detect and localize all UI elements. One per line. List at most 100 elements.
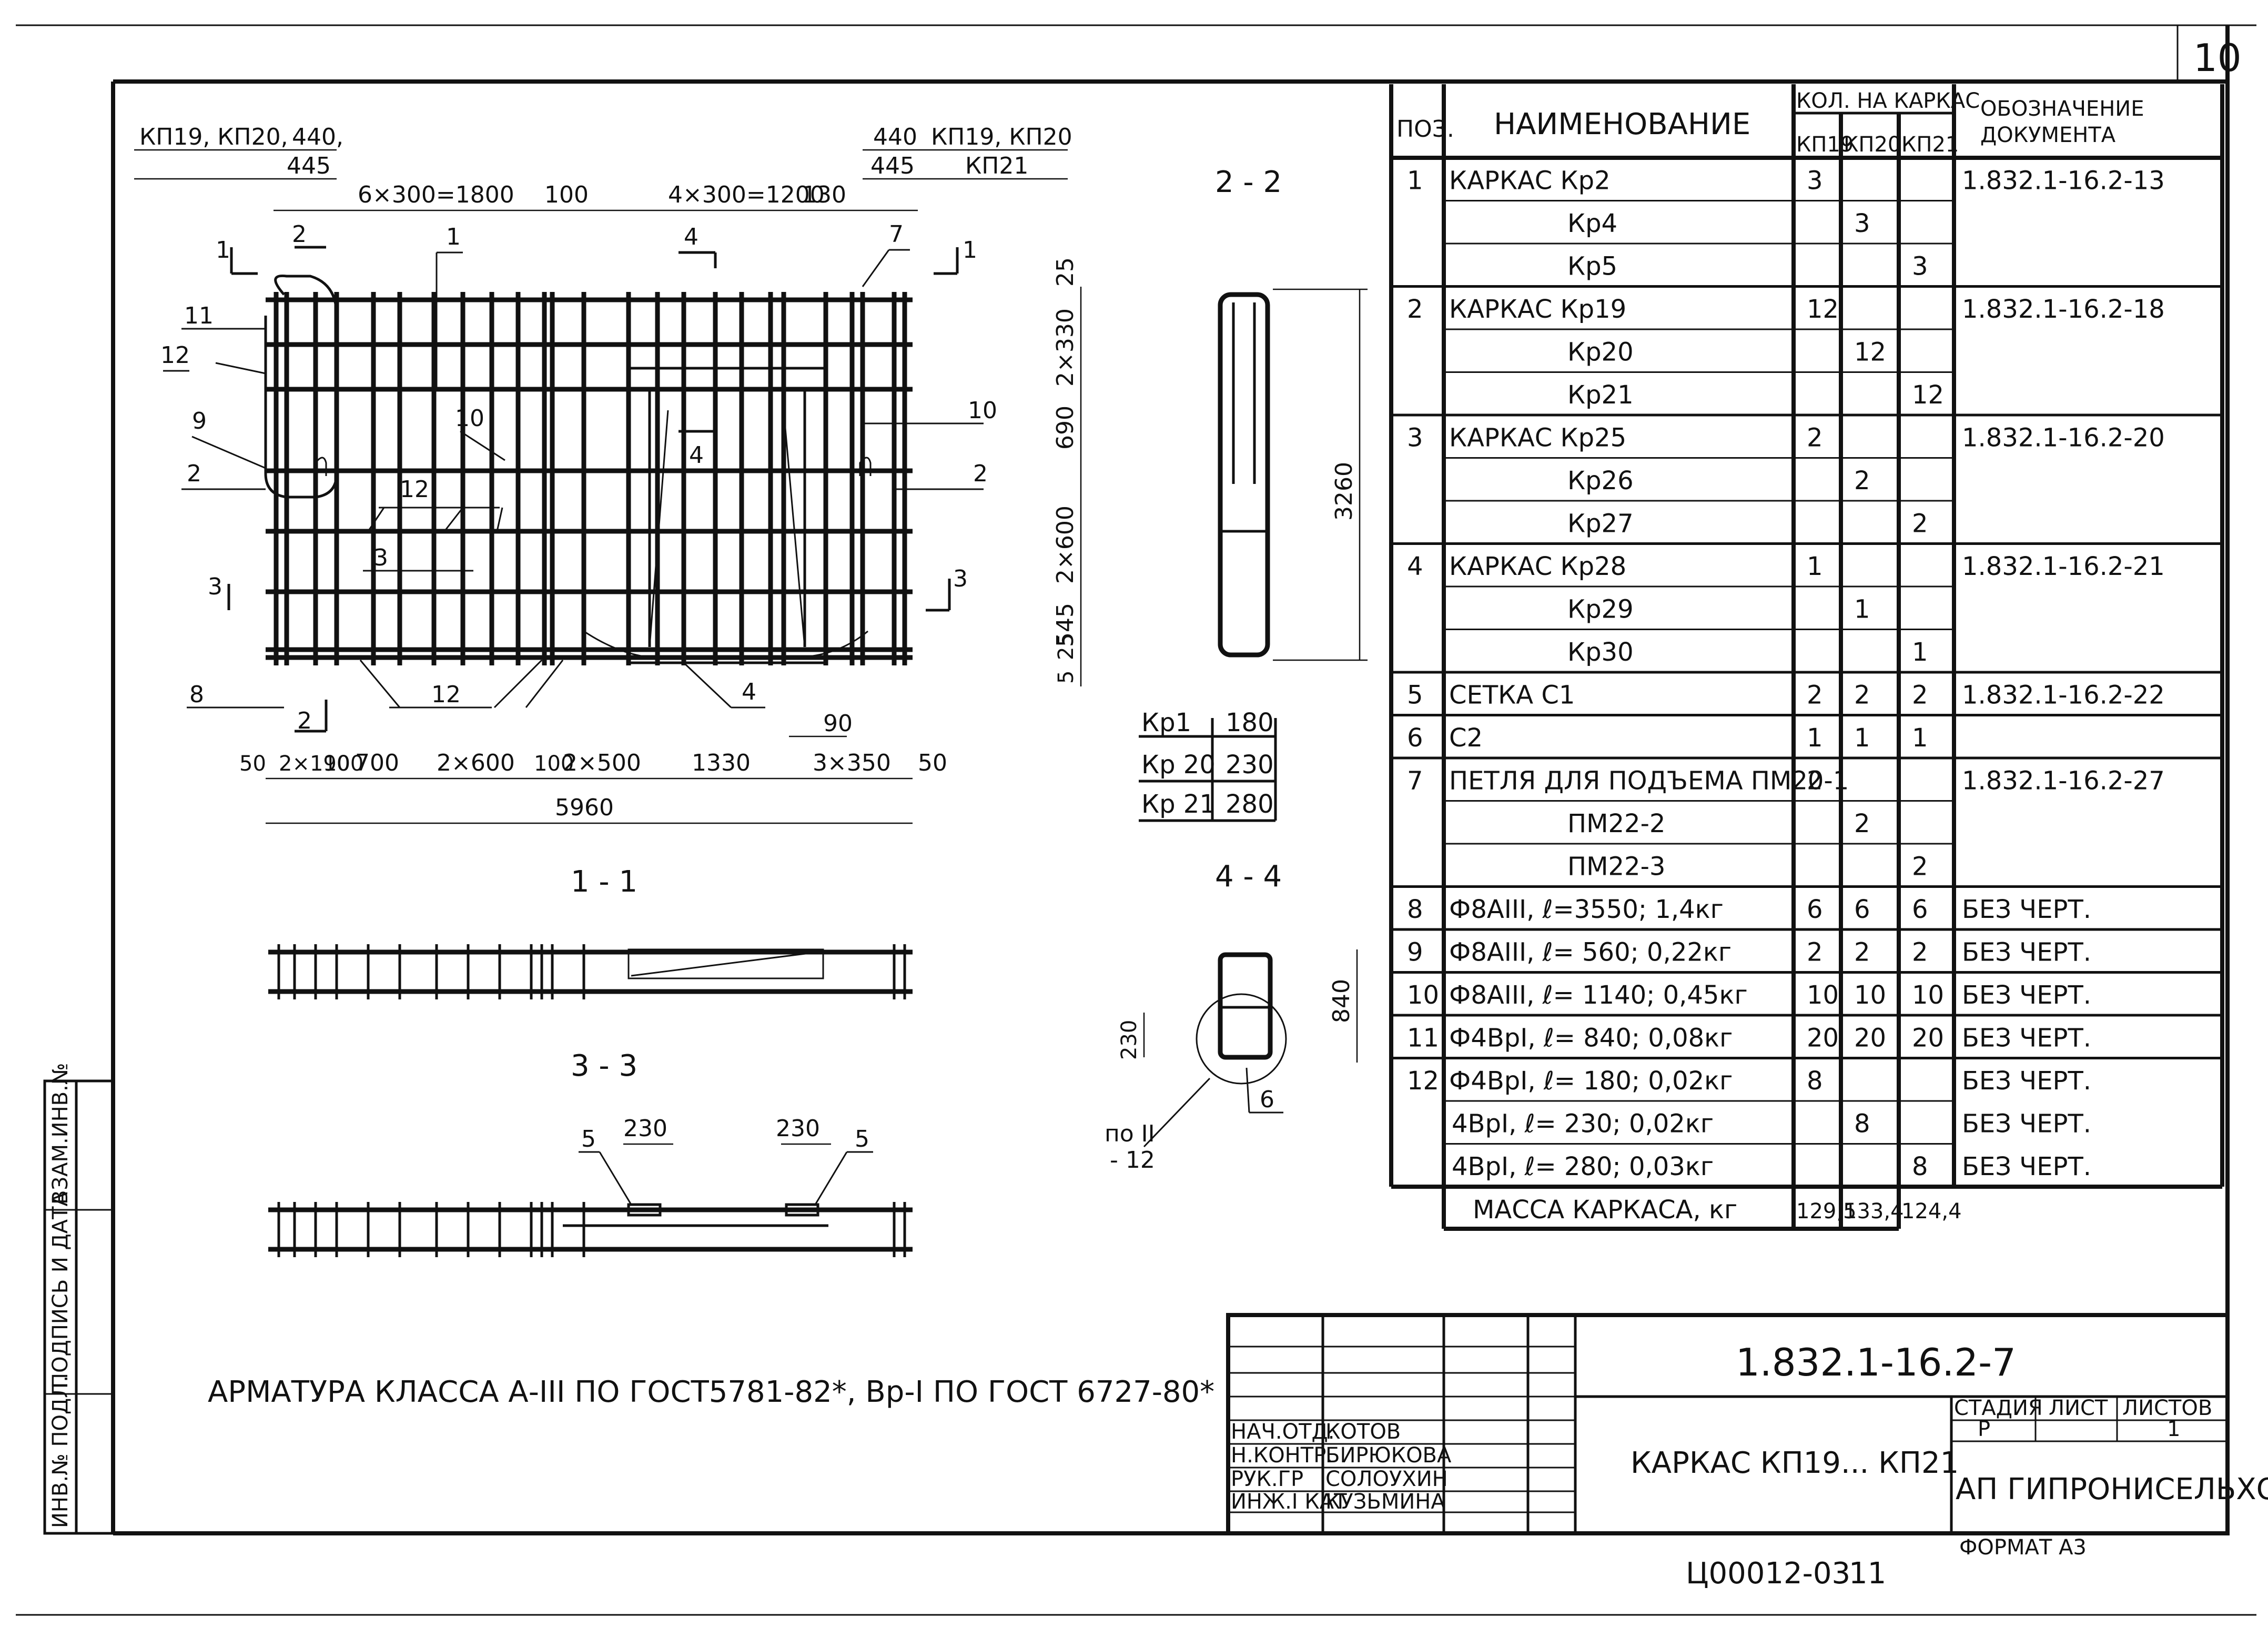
section-2-2-label: 2 - 2 <box>1215 165 1282 199</box>
spec-row-name: СЕТКА С1 <box>1449 681 1575 710</box>
spec-row-qty-kp19: 2 <box>1807 766 1823 796</box>
section-4-4-height: 840 <box>1328 979 1355 1023</box>
s33-dim-2: 230 <box>776 1115 820 1142</box>
section-3-3: 3 - 3 230 230 5 5 <box>268 1049 913 1257</box>
section-2-2: 2 - 2 3260 <box>1215 165 1368 661</box>
plan-top-right-label: КП19, КП20 <box>931 124 1072 150</box>
spec-row-qty-kp20: 3 <box>1854 209 1870 238</box>
plan-top-left-label: КП19, КП20, <box>139 124 288 150</box>
spec-header-qty: КОЛ. НА КАРКАС <box>1796 89 1980 113</box>
section-4-4-label: 4 - 4 <box>1215 860 1282 894</box>
spec-row-name: Ф8АIII, ℓ= 1140; 0,45кг <box>1449 980 1748 1010</box>
spec-row-name: Кр29 <box>1567 595 1634 624</box>
spec-row-name: Кр30 <box>1567 638 1634 667</box>
spec-row-name: КАРКАС Кр19 <box>1449 295 1626 324</box>
cut-3-left: 3 <box>208 573 222 600</box>
plan-right-dim-4: 2×600 <box>1052 505 1079 584</box>
plan-top-dim-3: 4×300=1200 <box>668 181 825 208</box>
spec-row-name: Кр21 <box>1567 380 1634 410</box>
plan-right-dim-3: 690 <box>1052 406 1079 450</box>
side-stamp-cell-3: ВЗАМ.ИНВ.№ <box>48 1063 73 1205</box>
cut-1-left: 1 <box>216 237 230 264</box>
spec-row-qty-kp19: 2 <box>1807 423 1823 453</box>
spec-row-qty-kp21: 2 <box>1912 509 1928 539</box>
spec-row-doc: БЕЗ ЧЕРТ. <box>1962 938 2091 967</box>
plan-pos-1: 1 <box>446 224 461 250</box>
plan-bottom-dim-10: 50 <box>918 750 947 776</box>
plan-right-dim-5: 545 <box>1052 603 1079 647</box>
spec-row-pos: 7 <box>1407 766 1423 796</box>
plan-top-dim-4: 130 <box>802 181 846 208</box>
cut-2-top: 2 <box>292 221 307 248</box>
plan-right-dim-6: 25 <box>1054 633 1078 660</box>
spec-row-name: Кр20 <box>1567 338 1634 367</box>
plan-bottom-dim-1: 50 <box>239 752 266 776</box>
spec-row-doc: 1.832.1-16.2-21 <box>1962 552 2165 581</box>
spec-row-doc: БЕЗ ЧЕРТ. <box>1962 1024 2091 1053</box>
spec-row-name: КАРКАС Кр25 <box>1449 423 1626 453</box>
spec-row-qty-kp20: 8 <box>1854 1109 1870 1139</box>
plan-bottom-small-dim: 90 <box>823 710 853 737</box>
spec-row-pos: 1 <box>1407 166 1423 196</box>
section-4-4-note-2: - 12 <box>1110 1147 1155 1174</box>
spec-row-pos: 11 <box>1407 1024 1439 1053</box>
spec-row-name: 4ВрI, ℓ= 280; 0,03кг <box>1452 1152 1714 1181</box>
title-block-sheets-label: ЛИСТОВ <box>2122 1396 2212 1420</box>
section-1-1: 1 - 1 <box>268 865 913 999</box>
spec-row-pos: 10 <box>1407 980 1439 1010</box>
spec-row-qty-kp20: 10 <box>1854 980 1886 1010</box>
title-block-org: АП ГИПРОНИСЕЛЬХОЗ <box>1956 1472 2268 1507</box>
spec-row-qty-kp19: 2 <box>1807 681 1823 710</box>
spec-row-qty-kp20: 2 <box>1854 938 1870 967</box>
plan-pos-11: 11 <box>184 302 214 329</box>
title-block-code: 1.832.1-16.2-7 <box>1736 1340 2016 1384</box>
title-block-role: НАЧ.ОТД. <box>1231 1420 1334 1444</box>
spec-row-qty-kp21: 2 <box>1912 938 1928 967</box>
spec-row-name: Кр26 <box>1567 466 1634 496</box>
plan-top-right-dim-440: 440 <box>873 124 917 150</box>
plan-bottom-dim-3: 100 <box>323 752 363 776</box>
spec-row-doc: БЕЗ ЧЕРТ. <box>1962 1152 2091 1181</box>
plan-pos-3: 3 <box>373 544 388 571</box>
spec-row-name: Ф4ВрI, ℓ= 840; 0,08кг <box>1449 1024 1733 1053</box>
spec-row-qty-kp21: 2 <box>1912 852 1928 882</box>
spec-row-qty-kp20: 2 <box>1854 681 1870 710</box>
plan-top-left-dim-440: 440, <box>292 124 343 150</box>
title-block-role: ИНЖ.I КАТ <box>1231 1490 1347 1514</box>
spec-row-doc: 1.832.1-16.2-20 <box>1962 423 2165 453</box>
spec-row-qty-kp20: 1 <box>1854 595 1870 624</box>
plan-right-dim-1: 25 <box>1052 257 1079 287</box>
spec-mass-label: МАССА КАРКАСА, кг <box>1473 1195 1737 1225</box>
spec-row-doc: 1.832.1-16.2-22 <box>1962 681 2165 710</box>
spec-header-qty-col: КП21 <box>1901 133 1959 157</box>
plan-pos-2b: 2 <box>973 460 988 487</box>
spec-header-doc-1: ОБОЗНАЧЕНИЕ <box>1980 97 2144 121</box>
spec-mass-value: 133,4 <box>1844 1199 1904 1224</box>
s33-dim-1: 230 <box>623 1115 667 1142</box>
plan-top-left-dim-445: 445 <box>287 153 331 179</box>
spec-mass-value: 129,5 <box>1796 1199 1857 1224</box>
mini-table-name: Кр1 <box>1141 708 1191 737</box>
spec-row-qty-kp21: 8 <box>1912 1152 1928 1181</box>
spec-header-qty-col: КП20 <box>1844 133 1901 157</box>
side-stamp: ИНВ.№ ПОДЛ. ПОДПИСЬ И ДАТА ВЗАМ.ИНВ.№ <box>43 1063 115 1535</box>
reinforcement-note: АРМАТУРА КЛАССА А-III ПО ГОСТ5781-82*, В… <box>208 1375 1214 1409</box>
spec-header-name: НАИМЕНОВАНИЕ <box>1494 107 1750 141</box>
plan-pos-7: 7 <box>889 221 904 248</box>
spec-header-pos: ПОЗ. <box>1396 116 1454 143</box>
spec-row-name: ПМ22-2 <box>1567 809 1665 838</box>
spec-row-name: С2 <box>1449 723 1483 753</box>
cage-plan-view: КП19, КП20, 440, 445 440 КП19, КП20 445 … <box>134 124 1082 824</box>
spec-row-qty-kp19: 1 <box>1807 723 1823 753</box>
plan-pos-9: 9 <box>192 408 207 434</box>
cut-3-right: 3 <box>953 565 968 592</box>
cut-1-right: 1 <box>963 237 977 264</box>
spec-row-doc: 1.832.1-16.2-27 <box>1962 766 2165 796</box>
plan-pos-4: 4 <box>742 679 756 705</box>
spec-row-qty-kp19: 8 <box>1807 1066 1823 1096</box>
spec-row-qty-kp20: 6 <box>1854 895 1870 924</box>
cut-4-top: 4 <box>684 224 698 250</box>
spec-row-doc: БЕЗ ЧЕРТ. <box>1962 1109 2091 1139</box>
title-block-stage-label: СТАДИЯ <box>1954 1396 2043 1420</box>
